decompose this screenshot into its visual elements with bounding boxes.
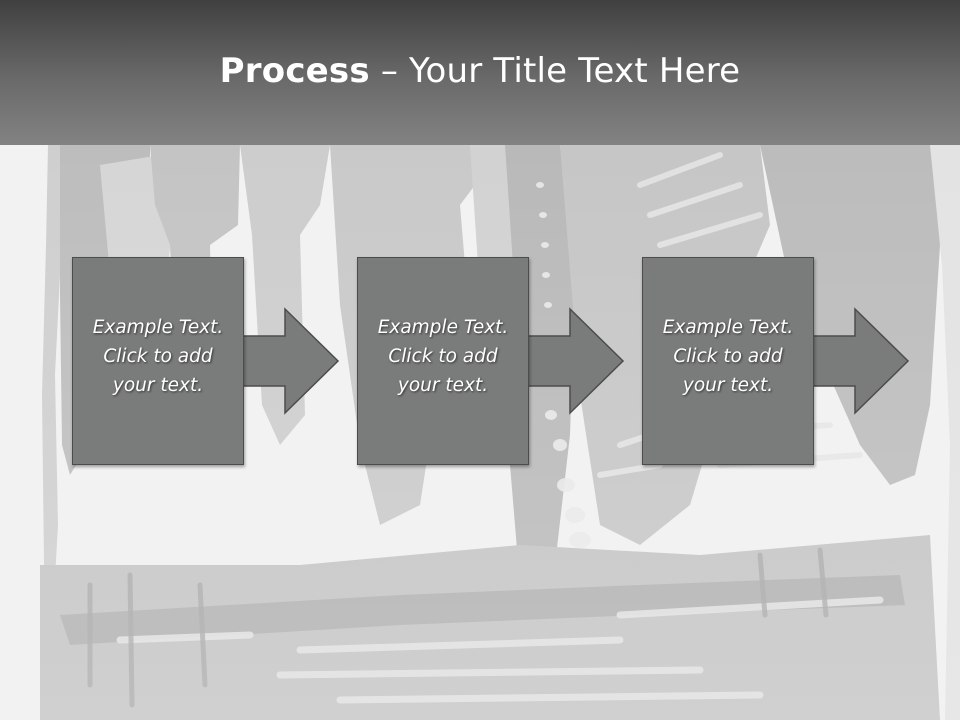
process-step-1[interactable]: Example Text. Click to add your text.: [72, 257, 244, 465]
process-step-1-text[interactable]: Example Text. Click to add your text.: [92, 317, 224, 396]
process-step-2-text[interactable]: Example Text. Click to add your text.: [377, 317, 509, 396]
process-step-2[interactable]: Example Text. Click to add your text.: [357, 257, 529, 465]
slide-title[interactable]: Process – Your Title Text Here: [220, 51, 741, 91]
process-step-3-text[interactable]: Example Text. Click to add your text.: [662, 317, 794, 396]
process-arrow-2[interactable]: [522, 307, 625, 415]
process-arrow-3[interactable]: [807, 307, 910, 415]
process-step-3[interactable]: Example Text. Click to add your text.: [642, 257, 814, 465]
title-rest-part: Your Title Text Here: [409, 50, 741, 91]
title-separator: –: [369, 50, 410, 91]
process-arrow-1[interactable]: [237, 307, 340, 415]
title-bold-part: Process: [219, 50, 370, 91]
title-bar: Process – Your Title Text Here: [0, 0, 960, 145]
